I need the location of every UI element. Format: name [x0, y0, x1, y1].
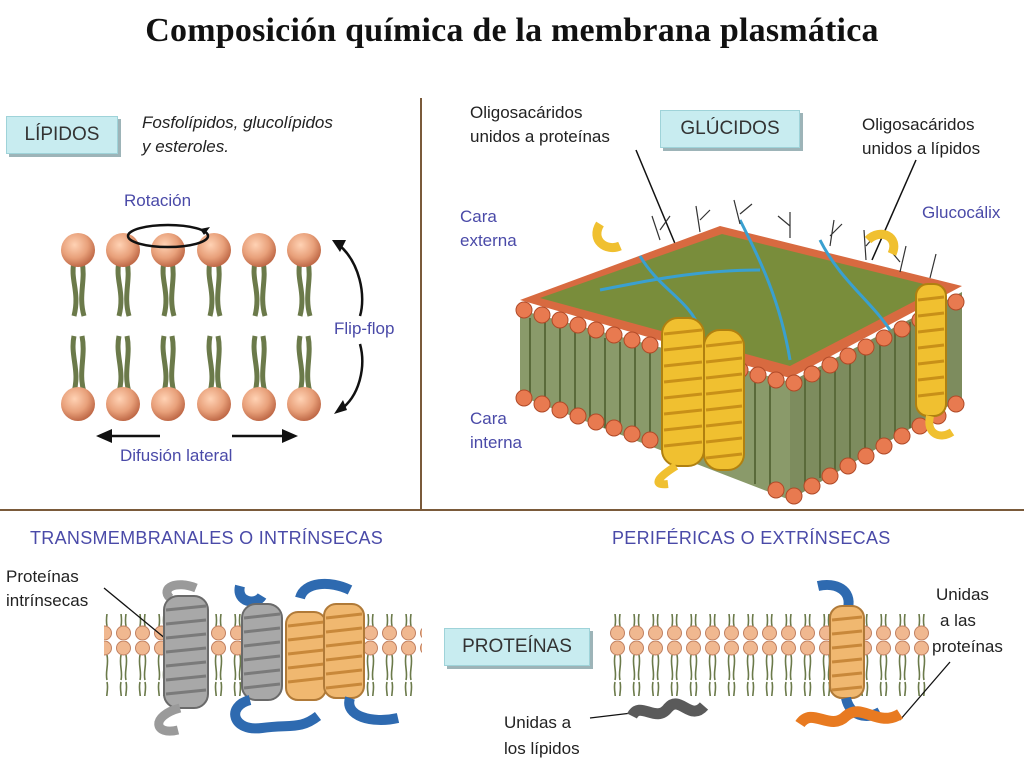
tan-helix-protein [285, 578, 400, 725]
phospholipid [106, 233, 140, 317]
internal-face-line1: Cara [470, 409, 507, 428]
right-bilayer [610, 614, 932, 696]
gray-helix-protein [154, 580, 209, 736]
leader-line [899, 661, 951, 721]
leader-line [103, 587, 173, 645]
carbohydrate-chains [599, 219, 892, 361]
gray-helix-protein [230, 584, 322, 734]
leader-line [635, 149, 677, 247]
internal-face-line2: interna [470, 433, 522, 452]
yellow-helix-protein [654, 317, 705, 489]
lateral-diffusion-label: Difusión lateral [120, 446, 233, 465]
phospholipid [197, 335, 231, 421]
oligo-lipids-line2: unidos a lípidos [862, 139, 981, 158]
lipid-anchored-protein [627, 698, 709, 720]
external-face-line1: Cara [460, 207, 497, 226]
transmembrane-heading: TRANSMEMBRANALES O INTRÍNSECAS [30, 528, 384, 548]
intrinsic-line2: intrínsecas [6, 591, 89, 610]
oligo-lipids-line1: Oligosacáridos [862, 115, 975, 134]
lipid-bilayer-illustration [61, 223, 364, 443]
yellow-loop [864, 229, 899, 256]
peripheral-helix-protein [816, 580, 883, 721]
phospholipid [61, 233, 95, 317]
flip-flop-label: Flip-flop [334, 319, 395, 338]
flip-flop-arrow-icon [339, 343, 364, 412]
oligo-proteins-line2: unidos a proteínas [470, 127, 610, 146]
proteinas-box: PROTEÍNAS [444, 628, 590, 666]
phospholipid [242, 233, 276, 317]
right-arrow-icon [232, 429, 298, 443]
flip-flop-arrowhead-icon [334, 400, 347, 414]
phospholipid [287, 233, 321, 317]
glucidos-box: GLÚCIDOS [660, 110, 800, 148]
flip-flop-arrow-icon [337, 243, 364, 317]
tail-hatching [529, 318, 911, 490]
rotation-label: Rotación [124, 191, 192, 210]
phospholipid [61, 335, 95, 421]
phospholipid [242, 335, 276, 421]
left-arrow-icon [96, 429, 160, 443]
protein-bound-line3: proteínas [932, 637, 1003, 656]
rotation-arrow-icon [126, 223, 210, 249]
membrane-block-illustration [515, 149, 965, 505]
protein-bound-line1: Unidas [936, 585, 989, 604]
lipid-bound-line1: Unidas a [504, 713, 572, 732]
protein-bound-line2: a las [940, 611, 976, 630]
oligo-proteins-line1: Oligosacáridos [470, 103, 583, 122]
lipid-bound-line2: los lípidos [504, 739, 580, 758]
lipidos-box: LÍPIDOS [6, 116, 118, 154]
external-face-line2: externa [460, 231, 517, 250]
page-title: Composición química de la membrana plasm… [145, 12, 879, 49]
vertical-divider [420, 98, 422, 510]
intrinsic-line1: Proteínas [6, 567, 79, 586]
protein-bound-peripheral-protein [795, 706, 903, 728]
phospholipid [106, 335, 140, 421]
bottom-leaflet [61, 335, 321, 421]
flip-flop-arrowhead-icon [332, 240, 346, 252]
glycocalyx-label: Glucocálix [922, 203, 1001, 222]
phospholipid [151, 233, 185, 317]
lipidos-description-line1: Fosfolípidos, glucolípidos [142, 113, 333, 132]
phospholipid [151, 335, 185, 421]
yellow-helix-protein [915, 283, 955, 440]
top-leaflet [61, 233, 321, 317]
leader-line [871, 159, 917, 261]
protein-membranes-illustration [103, 578, 951, 736]
phospholipid [197, 233, 231, 317]
glycocalyx-layer [540, 234, 940, 366]
yellow-helix-protein [703, 329, 745, 471]
horizontal-divider [0, 509, 1024, 511]
phospholipid [287, 335, 321, 421]
lipidos-description-line2: y esteroles. [142, 137, 229, 156]
yellow-loop [592, 221, 622, 252]
peripheral-heading: PERIFÉRICAS O EXTRÍNSECAS [612, 528, 891, 548]
